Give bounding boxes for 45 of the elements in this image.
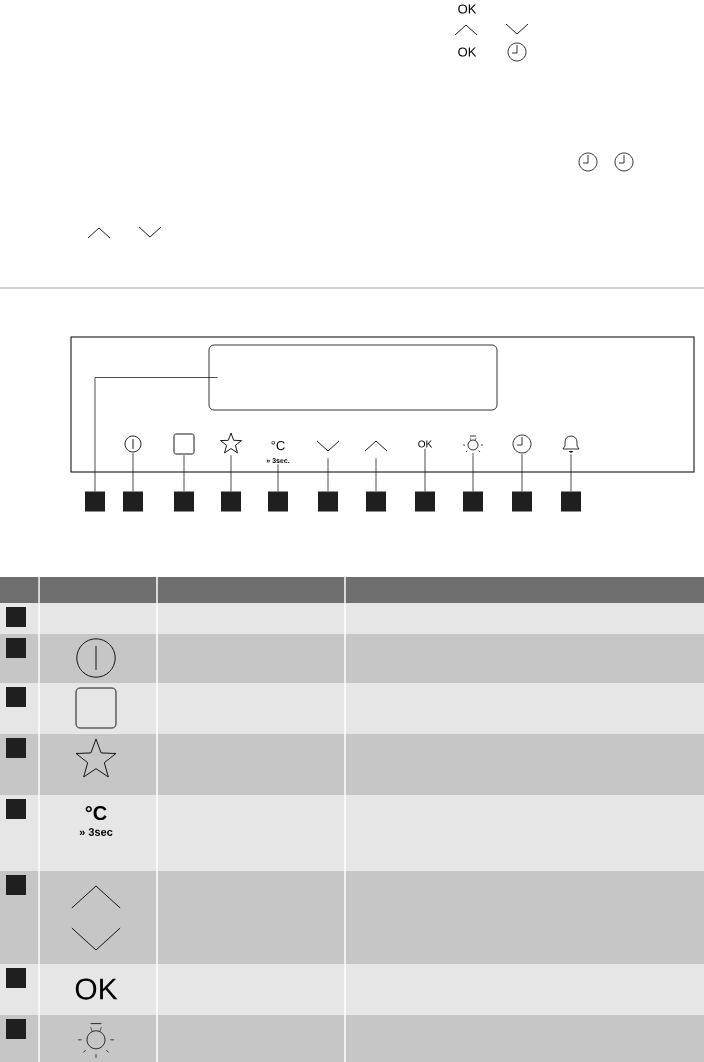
leader-line [375,457,377,492]
ok-label: OK [458,4,477,14]
leader-line [230,454,232,492]
chevron-icon [364,440,388,452]
callout-square [6,687,26,707]
callout-square [6,738,26,758]
leader-line [472,454,474,492]
callout-square [318,491,338,512]
callout-square [6,607,26,627]
clock-icon [512,434,532,454]
callout-square [174,491,194,512]
leader-line [424,448,426,492]
callout-square [512,491,532,512]
callout-square [6,638,26,658]
bell-icon [562,435,580,453]
leader-line [132,452,134,492]
callout-square [561,491,581,512]
callout-square [123,491,143,512]
leader-line [327,457,329,492]
chevron-icon [316,440,340,452]
callout-square [366,491,386,512]
ok-label: OK [75,978,118,1000]
ok-label: OK [458,47,477,57]
ok-button-label: OK [418,440,433,448]
callout-square [268,491,288,512]
callout-square [6,875,26,895]
power-button-icon [124,435,142,453]
duration-label: » 3sec [79,828,113,836]
callout-square [6,1019,26,1039]
temperature-label: °C [85,805,107,821]
leader-line [94,377,218,492]
leader-line [570,453,572,492]
callout-square [463,491,483,512]
leader-line [521,453,523,492]
callout-square [6,968,26,988]
square-button-icon [173,433,195,455]
star-icon [220,432,242,454]
callout-square [415,491,435,512]
lamp-icon [462,435,484,456]
callout-square [85,491,105,512]
callout-square [221,491,241,512]
leader-line [183,454,185,492]
leader-line [277,463,279,492]
callout-square [6,799,26,819]
display-window [208,344,498,411]
